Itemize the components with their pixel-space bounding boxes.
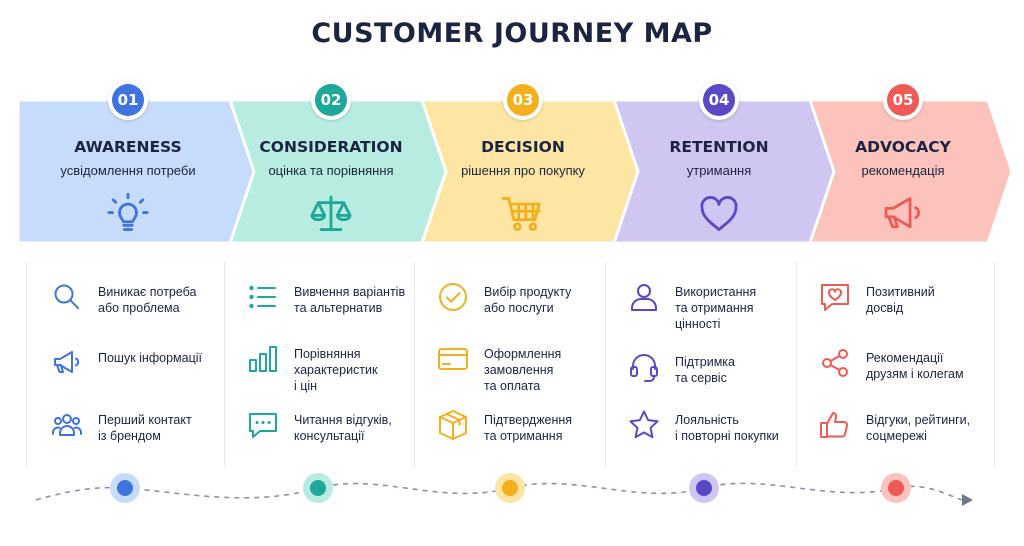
stage-number: 01 bbox=[112, 84, 144, 116]
list-item: Вивчення варіантів та альтернатив bbox=[246, 280, 426, 328]
column-divider bbox=[224, 262, 225, 467]
stage-chevron bbox=[18, 100, 256, 243]
list-item: Підтвердження та отримання bbox=[436, 408, 616, 456]
stage-consideration: CONSIDERATION оцінка та порівняння bbox=[210, 100, 448, 243]
stage-column-retention: Використання та отримання цінності Підтр… bbox=[627, 262, 807, 467]
timeline-dot-center bbox=[502, 480, 518, 496]
item-text: Читання відгуків, консультації bbox=[294, 413, 392, 443]
column-divider bbox=[414, 262, 415, 467]
column-divider bbox=[796, 262, 797, 467]
stage-subtitle: рішення про покупку bbox=[461, 163, 585, 178]
user-icon bbox=[627, 280, 661, 314]
stage-subtitle: рекомендація bbox=[861, 163, 945, 178]
list-item: Перший контакт із брендом bbox=[50, 408, 230, 456]
stage-decision: DECISION рішення про покупку bbox=[402, 100, 640, 243]
stage-name: DECISION bbox=[481, 138, 565, 156]
stage-number: 03 bbox=[507, 84, 539, 116]
heart-message-icon bbox=[818, 280, 852, 314]
item-text: Позитивний досвід bbox=[866, 285, 935, 315]
page-title: CUSTOMER JOURNEY MAP bbox=[311, 18, 713, 49]
list-item: Пошук інформації bbox=[50, 346, 230, 394]
item-text: Порівняння характеристик і цін bbox=[294, 347, 378, 393]
stage-subtitle: утримання bbox=[686, 163, 752, 178]
list-item: Порівняння характеристик і цін bbox=[246, 342, 426, 393]
search-icon bbox=[50, 280, 84, 314]
stage-column-decision: Вибір продукту або послуги Оформлення за… bbox=[436, 262, 616, 467]
timeline-arrowhead bbox=[962, 494, 973, 506]
headset-icon bbox=[627, 350, 661, 384]
thumbs-up-icon bbox=[818, 408, 852, 442]
stage-column-awareness: Виникає потреба або проблема Пошук інфор… bbox=[50, 262, 230, 467]
item-text: Підтвердження та отримання bbox=[484, 413, 573, 443]
stage-number-badge: 05 bbox=[883, 80, 923, 120]
stage-subtitle: оцінка та порівняння bbox=[268, 163, 394, 178]
stage-number-badge: 02 bbox=[311, 80, 351, 120]
timeline-dot-center bbox=[310, 480, 326, 496]
item-text: Оформлення замовлення та оплата bbox=[484, 347, 562, 393]
check-circle-icon bbox=[436, 280, 470, 314]
timeline-dot-center bbox=[696, 480, 712, 496]
item-text: Пошук інформації bbox=[98, 351, 202, 365]
list-item: Позитивний досвід bbox=[818, 280, 998, 328]
list-item: Вибір продукту або послуги bbox=[436, 280, 616, 328]
stage-name: CONSIDERATION bbox=[259, 138, 403, 156]
stage-number: 04 bbox=[703, 84, 735, 116]
people-icon bbox=[50, 408, 84, 442]
stage-awareness: AWARENESS усвідомлення потреби bbox=[18, 100, 256, 243]
timeline-dot-02 bbox=[303, 473, 333, 503]
chat-icon bbox=[246, 408, 280, 442]
item-text: Перший контакт із брендом bbox=[98, 413, 192, 443]
bar-chart-icon bbox=[246, 342, 280, 376]
stage-number: 02 bbox=[315, 84, 347, 116]
item-text: Підтримка та сервіс bbox=[675, 355, 736, 385]
cart-icon bbox=[499, 190, 547, 238]
credit-card-icon bbox=[436, 342, 470, 376]
timeline-dot-01 bbox=[110, 473, 140, 503]
stage-name: RETENTION bbox=[669, 138, 769, 156]
column-divider bbox=[605, 262, 606, 467]
list-icon bbox=[246, 280, 280, 314]
list-item: Підтримка та сервіс bbox=[627, 350, 807, 398]
journey-timeline bbox=[35, 482, 973, 506]
list-item: Оформлення замовлення та оплата bbox=[436, 342, 616, 393]
list-item: Відгуки, рейтинги, соцмережі bbox=[818, 408, 998, 456]
list-item: Читання відгуків, консультації bbox=[246, 408, 426, 456]
list-item: Лояльність і повторні покупки bbox=[627, 408, 807, 456]
item-text: Рекомендації друзям і колегам bbox=[866, 351, 964, 381]
list-item: Рекомендації друзям і колегам bbox=[818, 346, 998, 394]
list-item: Виникає потреба або проблема bbox=[50, 280, 230, 328]
stage-number-badge: 03 bbox=[503, 80, 543, 120]
item-text: Вибір продукту або послуги bbox=[484, 285, 572, 315]
item-text: Використання та отримання цінності bbox=[675, 285, 757, 331]
list-item: Використання та отримання цінності bbox=[627, 280, 807, 331]
timeline-dot-05 bbox=[881, 473, 911, 503]
box-icon bbox=[436, 408, 470, 442]
megaphone-icon bbox=[50, 346, 84, 380]
item-text: Вивчення варіантів та альтернатив bbox=[294, 285, 406, 315]
stage-number-badge: 01 bbox=[108, 80, 148, 120]
scales-icon bbox=[307, 190, 355, 238]
timeline-dot-center bbox=[117, 480, 133, 496]
item-text: Виникає потреба або проблема bbox=[98, 285, 197, 315]
megaphone-icon bbox=[879, 190, 927, 238]
stage-name: ADVOCACY bbox=[855, 138, 951, 156]
timeline-dot-04 bbox=[689, 473, 719, 503]
stage-subtitle: усвідомлення потреби bbox=[60, 163, 196, 178]
heart-icon bbox=[695, 190, 743, 238]
timeline-dot-center bbox=[888, 480, 904, 496]
stage-column-consideration: Вивчення варіантів та альтернатив Порівн… bbox=[246, 262, 426, 467]
lightbulb-icon bbox=[104, 190, 152, 238]
item-text: Лояльність і повторні покупки bbox=[675, 413, 779, 443]
stage-number: 05 bbox=[887, 84, 919, 116]
item-text: Відгуки, рейтинги, соцмережі bbox=[866, 413, 971, 443]
stage-name: AWARENESS bbox=[74, 138, 182, 156]
timeline-dot-03 bbox=[495, 473, 525, 503]
share-icon bbox=[818, 346, 852, 380]
star-icon bbox=[627, 408, 661, 442]
stage-column-advocacy: Позитивний досвід Рекомендації друзям і … bbox=[818, 262, 998, 467]
column-divider bbox=[994, 262, 995, 467]
stage-number-badge: 04 bbox=[699, 80, 739, 120]
column-divider bbox=[26, 262, 27, 467]
